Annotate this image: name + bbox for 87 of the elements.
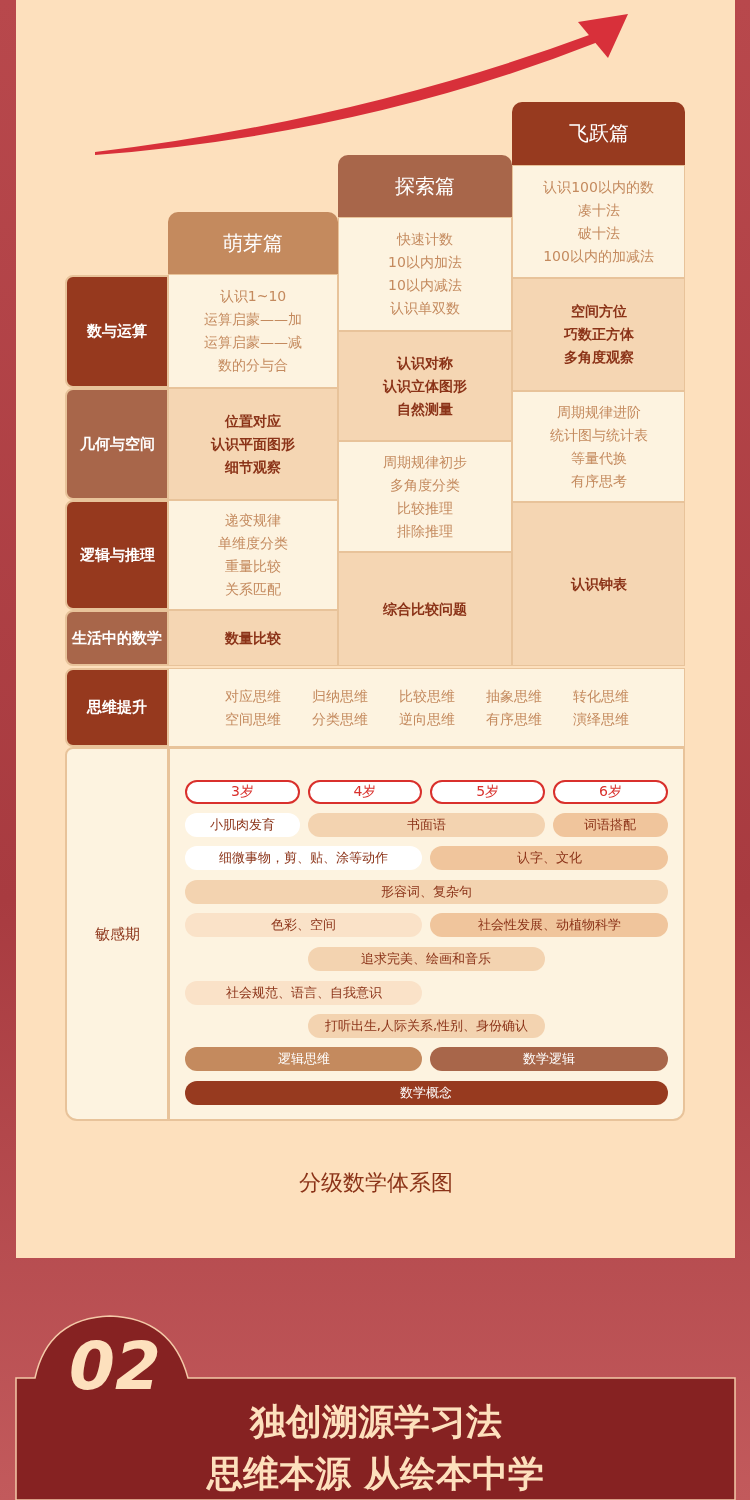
row-header: 思维提升 (65, 668, 169, 747)
level-tab: 萌芽篇 (168, 212, 338, 274)
topic-line: 认识1~10 (219, 287, 287, 306)
topic-line: 快速计数 (397, 230, 453, 249)
topic-cell (512, 391, 685, 502)
period-pill: 数学概念 (185, 1081, 668, 1105)
thinking-skill: 对应思维 (223, 686, 282, 706)
topic-line: 巧数正方体 (563, 325, 634, 344)
topic-cell (168, 500, 338, 610)
age-pill: 3岁 (185, 780, 300, 804)
level-tab: 飞跃篇 (512, 102, 685, 165)
thinking-skill: 比较思维 (397, 686, 456, 706)
level-tab: 探索篇 (338, 155, 512, 217)
topic-line: 多角度分类 (390, 475, 460, 495)
topic-cell: 综合比较问题 (338, 552, 512, 666)
period-pill: 追求完美、绘画和音乐 (307, 947, 546, 971)
row-header: 敏感期 (65, 747, 169, 1121)
topic-cell (338, 217, 512, 331)
thinking-skill: 空间思维 (223, 709, 282, 729)
period-pill: 逻辑思维 (185, 1047, 423, 1071)
thinking-skill: 抽象思维 (484, 686, 543, 706)
thinking-skill: 分类思维 (310, 709, 369, 729)
topic-cell (338, 331, 512, 441)
topic-line: 单维度分类 (218, 534, 288, 553)
topic-cell (168, 274, 338, 388)
topic-line: 位置对应 (225, 411, 281, 431)
topic-line: 等量代换 (570, 448, 627, 468)
topic-line: 运算启蒙——减 (204, 333, 302, 352)
topic-line: 排除推理 (397, 521, 453, 541)
thinking-skill: 归纳思维 (310, 686, 369, 706)
period-pill: 社会性发展、动植物科学 (430, 913, 668, 937)
row-header: 逻辑与推理 (65, 500, 169, 610)
caption: 分级数学体系图 (297, 1169, 454, 1197)
age-pill: 6岁 (553, 780, 668, 804)
section-heading: 独创溯源学习法 (248, 1400, 503, 1444)
period-pill: 数学逻辑 (430, 1047, 668, 1071)
topic-line: 认识对称 (397, 353, 453, 373)
topic-line: 自然测量 (397, 399, 453, 419)
topic-line: 递变规律 (225, 511, 281, 530)
topic-line: 认识单双数 (390, 299, 460, 318)
topic-line: 有序思考 (570, 471, 627, 491)
thinking-skill: 逆向思维 (397, 709, 456, 729)
period-pill: 小肌肉发育 (185, 813, 300, 837)
topic-cell (512, 165, 685, 278)
period-pill: 打听出生,人际关系,性别、身份确认 (307, 1014, 546, 1038)
skills-cell (168, 668, 685, 747)
thinking-skill: 有序思维 (484, 709, 543, 729)
topic-line: 认识平面图形 (211, 434, 295, 454)
period-pill: 细微事物，剪、贴、涂等动作 (185, 846, 423, 870)
thinking-skill: 转化思维 (571, 686, 630, 706)
thinking-skill: 演绎思维 (571, 709, 630, 729)
topic-line: 10以内加法 (388, 253, 462, 272)
topic-line: 100以内的加减法 (543, 246, 654, 266)
topic-cell (168, 388, 338, 500)
topic-line: 破十法 (577, 223, 620, 243)
topic-line: 凑十法 (577, 200, 620, 220)
period-pill: 形容词、复杂句 (185, 880, 668, 904)
topic-line: 多角度观察 (563, 348, 634, 367)
topic-cell: 数量比较 (168, 610, 338, 666)
row-header: 数与运算 (65, 275, 169, 388)
topic-line: 重量比较 (225, 557, 281, 576)
topic-line: 统计图与统计表 (549, 425, 648, 445)
topic-cell: 认识钟表 (512, 502, 685, 666)
age-pill: 4岁 (307, 780, 423, 804)
topic-line: 空间方位 (570, 302, 627, 321)
topic-line: 认识100以内的数 (543, 177, 654, 197)
period-pill: 色彩、空间 (185, 913, 423, 937)
period-pill: 书面语 (307, 813, 546, 837)
period-pill: 认字、文化 (430, 846, 668, 870)
age-pill: 5岁 (430, 780, 546, 804)
topic-cell (512, 278, 685, 391)
topic-line: 运算启蒙——加 (204, 310, 302, 329)
row-header: 几何与空间 (65, 388, 169, 500)
topic-line: 比较推理 (397, 498, 453, 518)
topic-cell (338, 441, 512, 552)
section-number: 02 (68, 1328, 162, 1405)
topic-line: 10以内减法 (388, 276, 462, 295)
period-pill: 社会规范、语言、自我意识 (185, 981, 423, 1005)
topic-line: 关系匹配 (225, 580, 281, 599)
topic-line: 周期规律初步 (383, 452, 467, 472)
topic-line: 认识立体图形 (383, 376, 467, 396)
topic-line: 数的分与合 (218, 356, 288, 375)
topic-line: 细节观察 (225, 457, 281, 477)
section-heading: 思维本源 从绘本中学 (205, 1452, 545, 1496)
row-header: 生活中的数学 (65, 610, 169, 666)
period-pill: 词语搭配 (553, 813, 668, 837)
topic-line: 周期规律进阶 (556, 402, 641, 422)
